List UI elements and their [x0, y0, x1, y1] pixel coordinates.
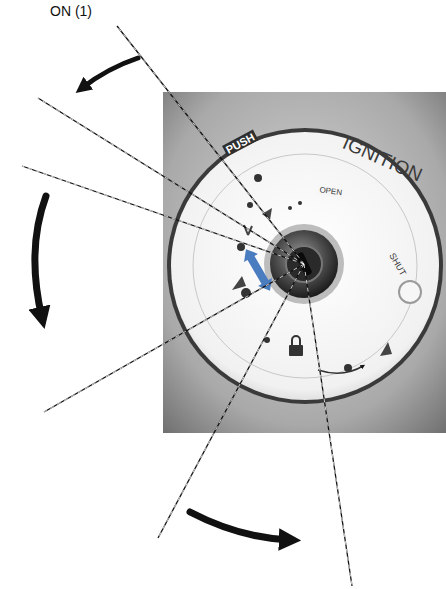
photo-ground: [163, 92, 446, 433]
shut-icon: [380, 342, 392, 356]
turn-arrows: [35, 58, 290, 540]
dial-rim: [167, 128, 443, 404]
position-label: ON (1): [48, 4, 94, 19]
dial-face: [171, 132, 439, 400]
position-lines: [22, 26, 352, 586]
steer-icon: [232, 276, 246, 290]
shut-button: [399, 281, 421, 303]
position-marks: [237, 174, 352, 372]
dial-arrow: [318, 366, 363, 373]
down-arrow-mark: [244, 225, 252, 235]
dial-ring: [193, 154, 417, 378]
lock-icon: [289, 336, 303, 356]
seat-icon: [262, 208, 272, 220]
